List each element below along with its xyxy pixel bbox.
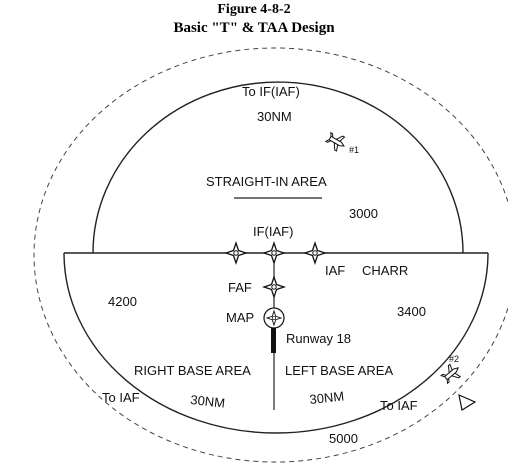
label-aircraft-1: #1 xyxy=(349,145,359,155)
label-to-iaf-right: To IAF xyxy=(380,398,418,413)
fix-diamond-icon xyxy=(263,276,285,298)
runway-bar xyxy=(271,323,276,353)
label-alt-3400: 3400 xyxy=(397,304,426,319)
label-map: MAP xyxy=(226,310,254,325)
label-left-base-area: LEFT BASE AREA xyxy=(285,363,393,378)
base-area-arc xyxy=(63,252,489,434)
label-to-if-iaf: To IF(IAF) xyxy=(242,84,300,99)
label-alt-3000: 3000 xyxy=(349,206,378,221)
label-aircraft-2: #2 xyxy=(449,354,459,364)
label-runway: Runway 18 xyxy=(286,331,351,346)
figure-title: Basic "T" & TAA Design xyxy=(173,20,335,36)
label-30nm-top: 30NM xyxy=(257,109,292,124)
fix-diamond-icon xyxy=(225,242,247,264)
airplane-icon xyxy=(323,129,349,154)
label-to-iaf-left: To IAF xyxy=(102,390,140,405)
label-faf: FAF xyxy=(228,280,252,295)
straight-in-arc xyxy=(92,81,464,254)
label-straight-in-area: STRAIGHT-IN AREA xyxy=(206,174,327,189)
triangle-icon xyxy=(458,393,477,411)
figure-number: Figure 4-8-2 xyxy=(217,2,291,17)
label-if-iaf: IF(IAF) xyxy=(253,224,293,239)
airplane-icon xyxy=(438,361,464,387)
label-charr: CHARR xyxy=(362,263,408,278)
fix-diamond-icon xyxy=(263,242,285,264)
label-30nm-bottom-right: 30NM xyxy=(309,388,345,407)
circle-fix-icon xyxy=(263,307,285,329)
label-30nm-bottom-left: 30NM xyxy=(190,392,226,411)
outer-boundary-dashed xyxy=(33,47,508,463)
label-alt-4200: 4200 xyxy=(108,294,137,309)
label-right-base-area: RIGHT BASE AREA xyxy=(134,363,251,378)
label-alt-5000: 5000 xyxy=(329,431,358,446)
label-iaf: IAF xyxy=(325,263,345,278)
fix-diamond-icon xyxy=(304,242,326,264)
